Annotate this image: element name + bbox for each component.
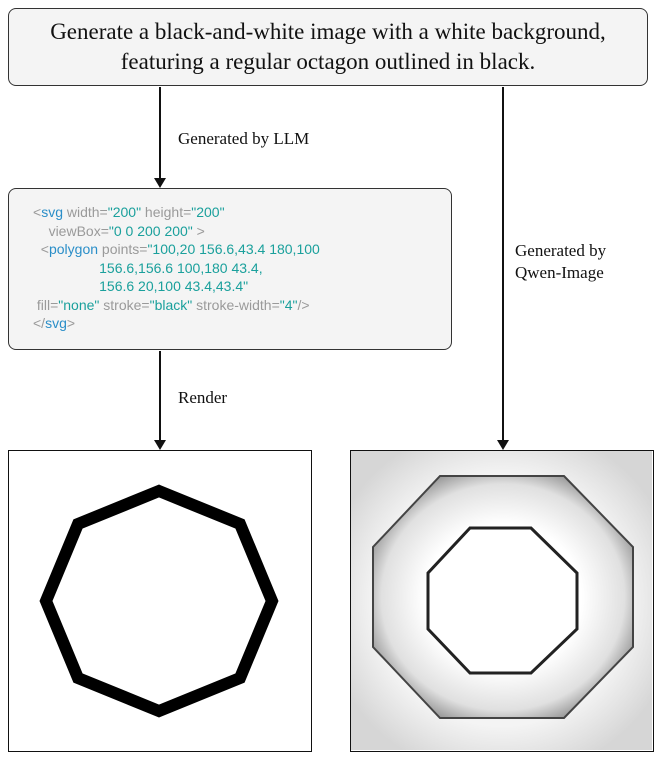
prompt-line-1: Generate a black-and-white image with a … (50, 19, 606, 44)
qwen-octagon-image (351, 451, 652, 750)
code-line-6: fill="none" stroke="black" stroke-width=… (33, 296, 310, 313)
svg-code-box: <svg width="200" height="200" viewBox="0… (8, 188, 452, 350)
code-line-5: 156.6 20,100 43.4,43.4" (99, 278, 249, 294)
code-line-3: <polygon points="100,20 156.6,43.4 180,1… (33, 241, 320, 257)
code-line-4: 156.6,156.6 100,180 43.4, (99, 259, 263, 276)
prompt-text: Generate a black-and-white image with a … (50, 17, 606, 77)
label-render: Render (178, 388, 228, 407)
label-qwen-line-2: Qwen-Image (515, 263, 604, 282)
code-line-1: <svg width="200" height="200" (33, 204, 225, 220)
code-line-2: viewBox="0 0 200 200" > (48, 222, 205, 239)
label-generated-by-llm: Generated by LLM (178, 129, 310, 148)
prompt-line-2: featuring a regular octagon outlined in … (120, 49, 536, 74)
label-generated-by-qwen: Generated by Qwen-Image (515, 240, 606, 284)
rendered-octagon (39, 484, 279, 718)
label-qwen-line-1: Generated by (515, 241, 607, 260)
qwen-image-panel (350, 450, 654, 752)
rendered-image-panel (8, 450, 312, 752)
prompt-box: Generate a black-and-white image with a … (8, 8, 648, 86)
code-line-7: </svg> (33, 315, 76, 331)
